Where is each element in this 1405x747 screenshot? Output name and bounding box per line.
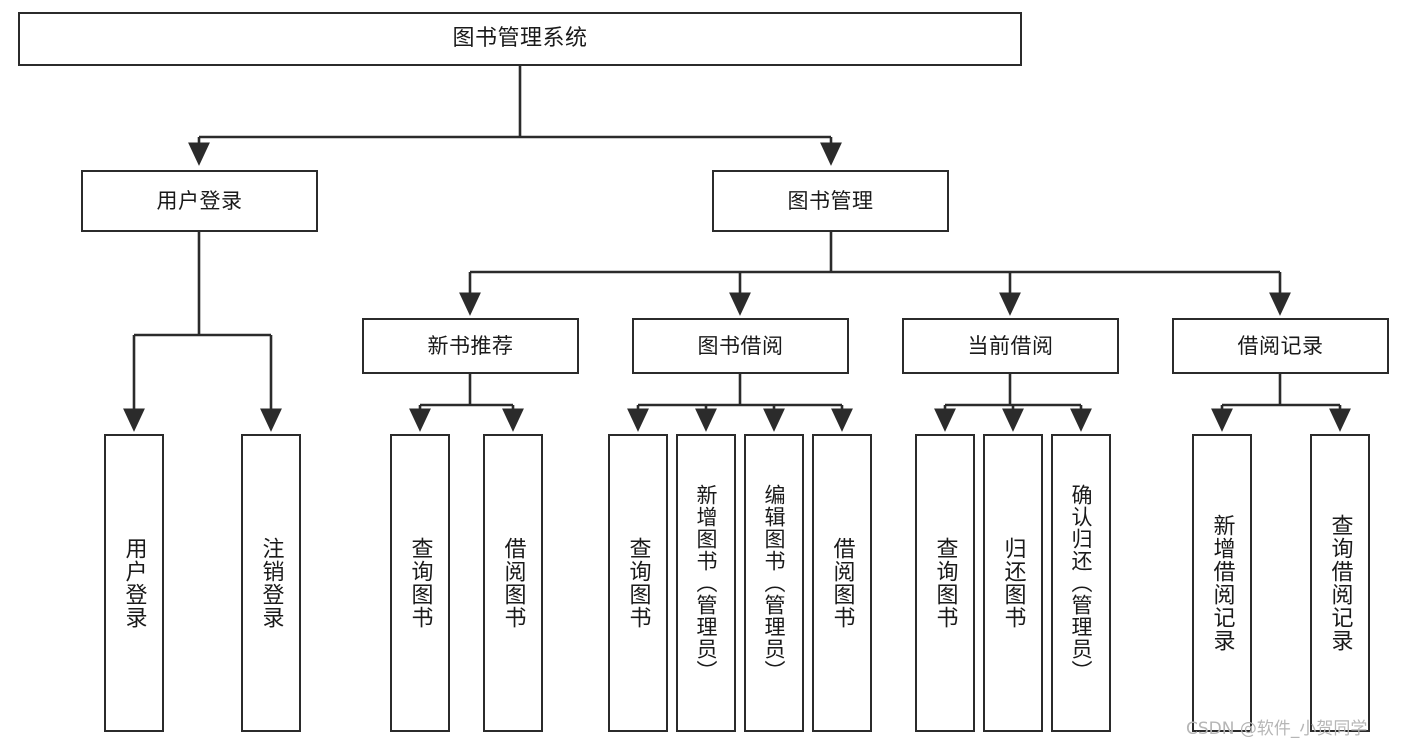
node-label: 借阅图书 [829, 537, 855, 629]
node-label: 归还图书 [1000, 537, 1026, 629]
node-label: 确认归还（管理员） [1069, 484, 1094, 682]
node-label: 图书管理 [787, 188, 874, 213]
node-leaf-borrow-book-1[interactable]: 借阅图书 [483, 434, 543, 732]
node-leaf-confirm-return[interactable]: 确认归还（管理员） [1051, 434, 1111, 732]
node-new-book-recommend[interactable]: 新书推荐 [362, 318, 579, 374]
node-label: 编辑图书（管理员） [762, 484, 787, 682]
node-leaf-query-book-3[interactable]: 查询图书 [915, 434, 975, 732]
node-label: 查询图书 [407, 537, 433, 629]
node-label: 注销登录 [258, 537, 284, 629]
node-leaf-user-login[interactable]: 用户登录 [104, 434, 164, 732]
node-leaf-add-borrow-record[interactable]: 新增借阅记录 [1192, 434, 1252, 732]
node-book-borrow[interactable]: 图书借阅 [632, 318, 849, 374]
node-label: 图书管理系统 [452, 26, 588, 52]
node-label: 查询图书 [625, 537, 651, 629]
node-label: 查询借阅记录 [1327, 514, 1353, 652]
node-leaf-logout-login[interactable]: 注销登录 [241, 434, 301, 732]
node-leaf-query-borrow-record[interactable]: 查询借阅记录 [1310, 434, 1370, 732]
node-leaf-query-book-1[interactable]: 查询图书 [390, 434, 450, 732]
node-label: 新增借阅记录 [1209, 514, 1235, 652]
node-book-management[interactable]: 图书管理 [712, 170, 949, 232]
node-current-borrow[interactable]: 当前借阅 [902, 318, 1119, 374]
node-leaf-edit-book[interactable]: 编辑图书（管理员） [744, 434, 804, 732]
node-leaf-borrow-book-2[interactable]: 借阅图书 [812, 434, 872, 732]
node-label: 借阅图书 [500, 537, 526, 629]
node-label: 图书借阅 [697, 333, 784, 358]
node-book-management-system[interactable]: 图书管理系统 [18, 12, 1022, 66]
node-leaf-return-book[interactable]: 归还图书 [983, 434, 1043, 732]
node-label: 当前借阅 [967, 333, 1054, 358]
node-label: 查询图书 [932, 537, 958, 629]
node-label: 用户登录 [121, 537, 147, 629]
node-label: 用户登录 [156, 188, 243, 213]
node-leaf-query-book-2[interactable]: 查询图书 [608, 434, 668, 732]
node-label: 新书推荐 [427, 333, 514, 358]
node-label: 借阅记录 [1237, 333, 1324, 358]
node-label: 新增图书（管理员） [694, 484, 719, 682]
node-borrow-record[interactable]: 借阅记录 [1172, 318, 1389, 374]
node-leaf-add-book[interactable]: 新增图书（管理员） [676, 434, 736, 732]
node-user-login[interactable]: 用户登录 [81, 170, 318, 232]
